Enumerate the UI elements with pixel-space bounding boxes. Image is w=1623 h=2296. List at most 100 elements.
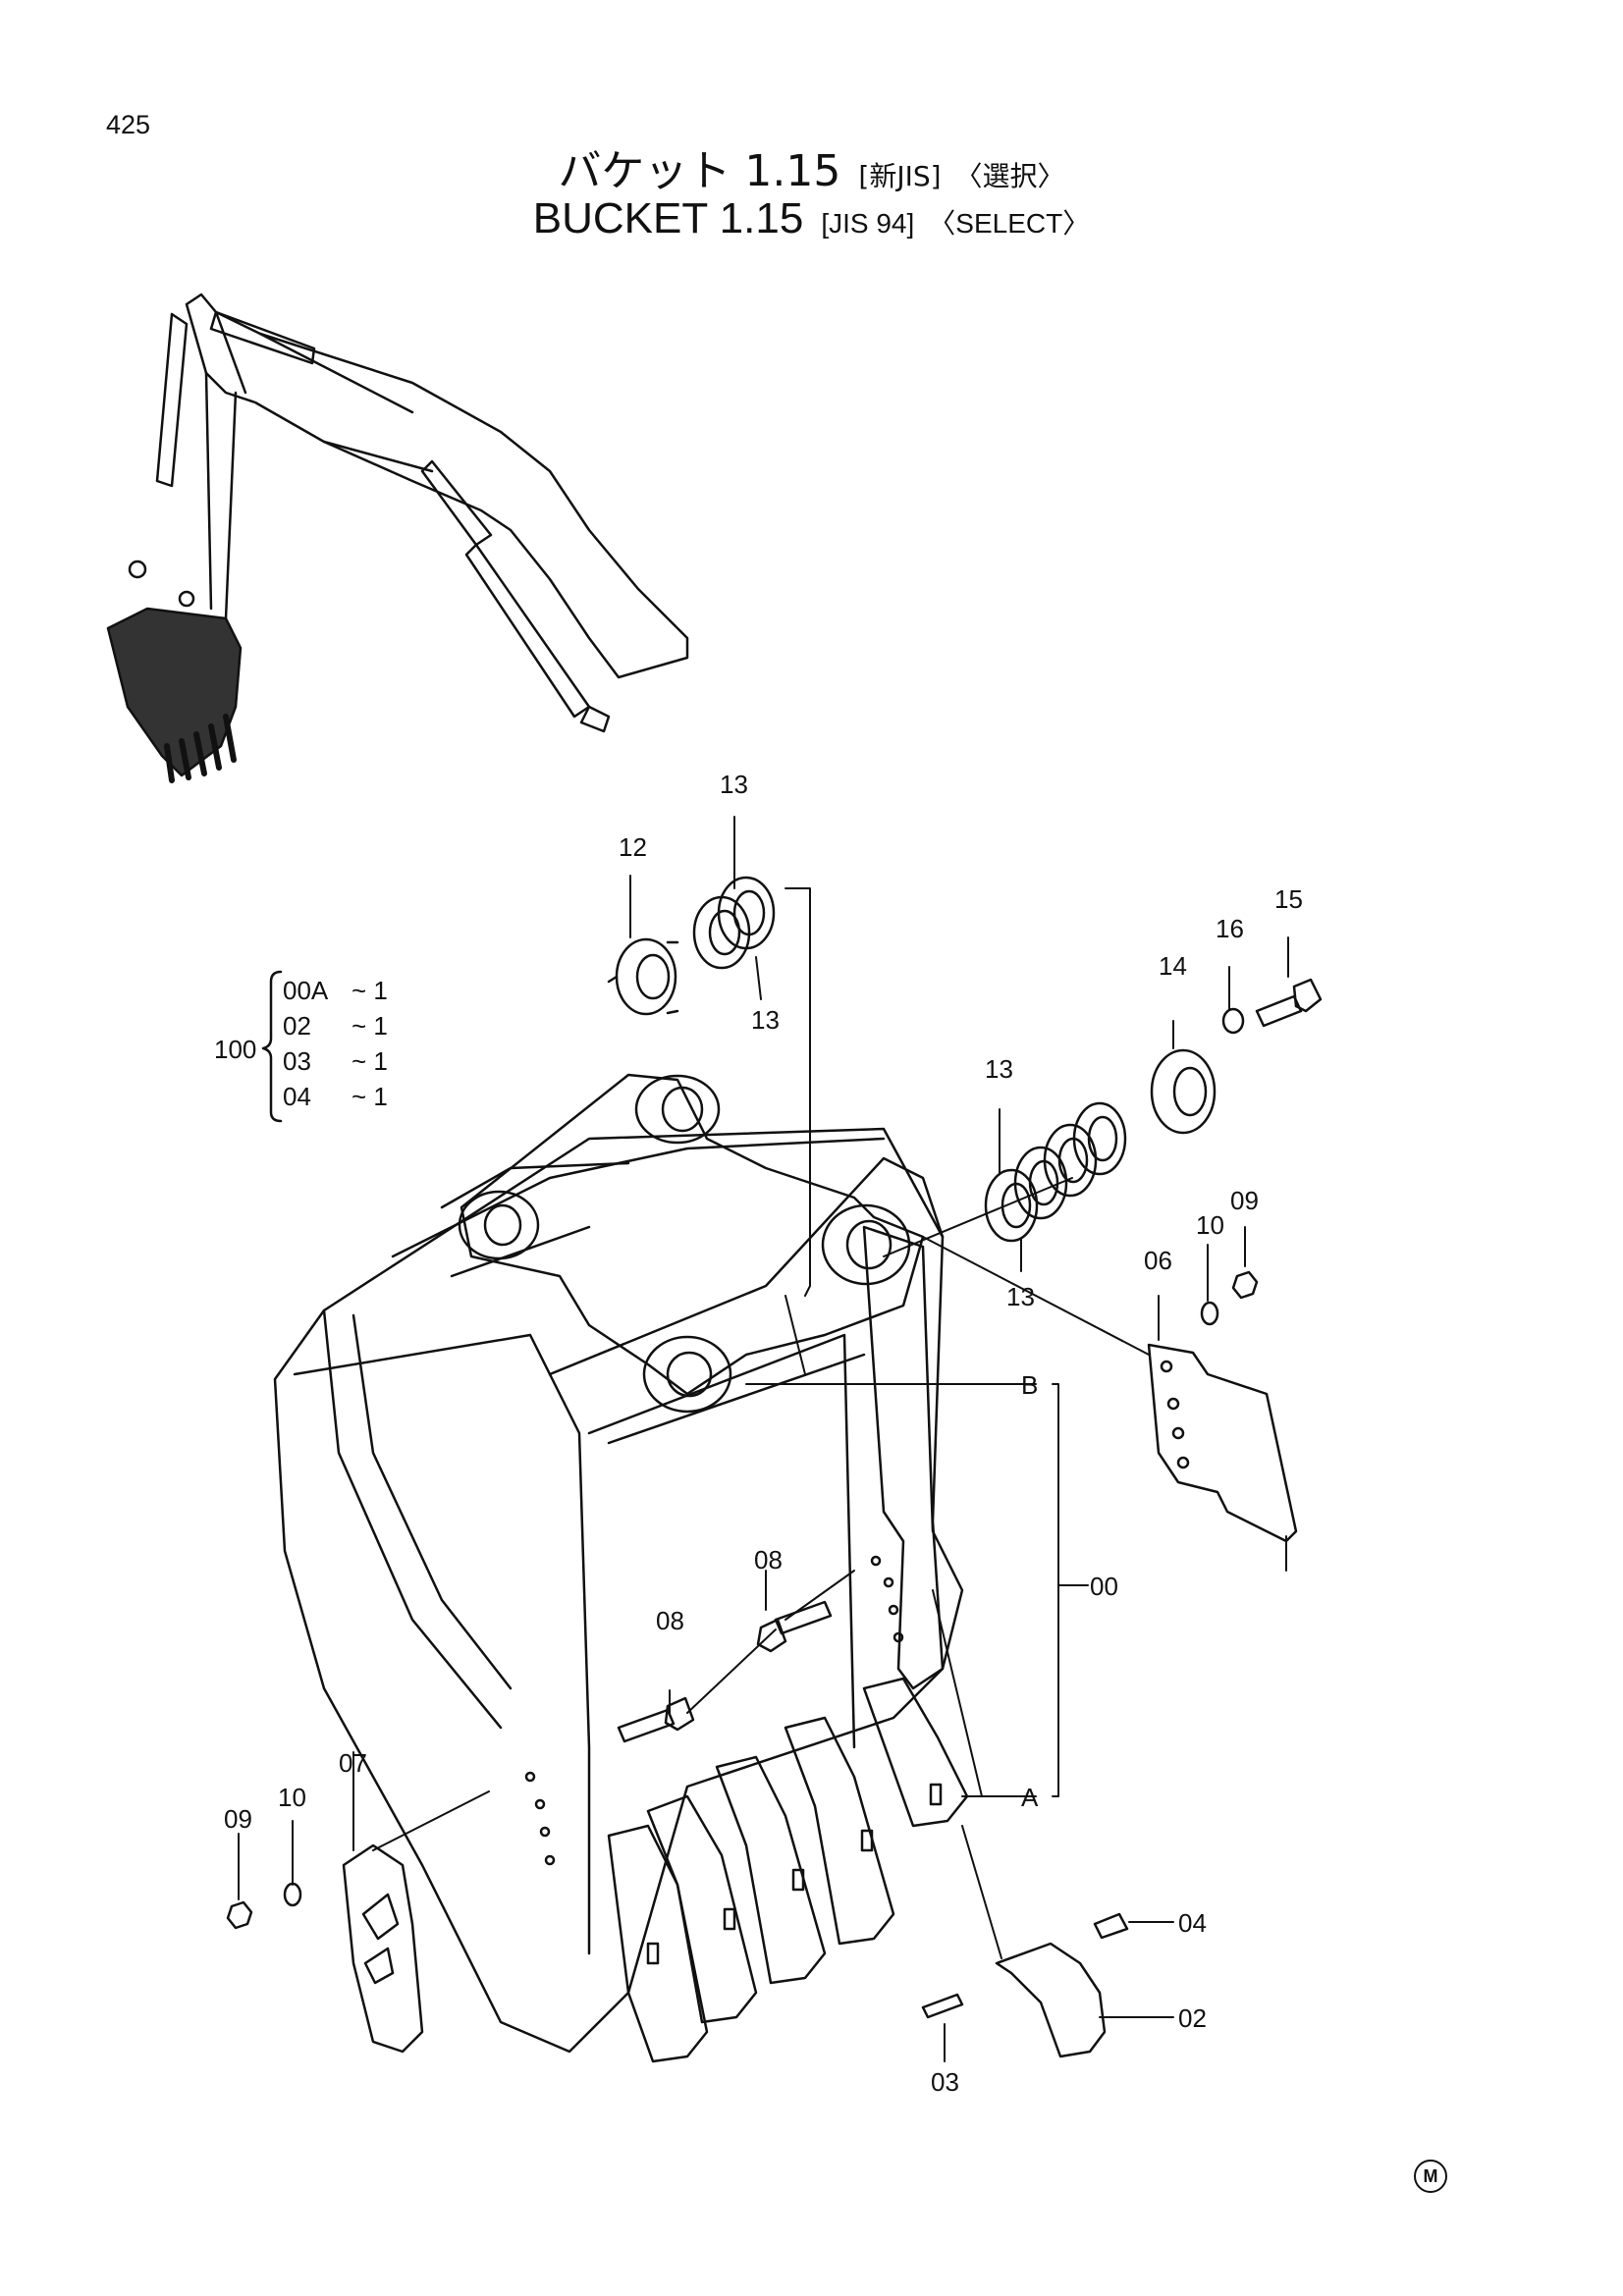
- title-jp-option: 〈選択〉: [954, 160, 1065, 192]
- title-japanese: バケット 1.15 [新JIS] 〈選択〉: [0, 135, 1623, 198]
- callout-13: 13: [751, 1005, 780, 1035]
- callout-15: 15: [1274, 884, 1303, 914]
- kit-line-qty: ~ 1: [352, 1082, 388, 1111]
- callout-13: 13: [985, 1054, 1013, 1084]
- callout-14: 14: [1159, 951, 1187, 981]
- cylinder-rod-end: [579, 705, 611, 733]
- title-english: BUCKET 1.15 [JIS 94] 〈SELECT〉: [0, 194, 1623, 243]
- part-13-shims-upper: [692, 876, 776, 970]
- callout-00: 00: [1090, 1572, 1118, 1601]
- callout-10: 10: [1196, 1210, 1224, 1240]
- tooth-slot: [929, 1783, 943, 1806]
- arm-outline: [185, 293, 689, 679]
- boss-top-bore: [661, 1086, 704, 1133]
- bucket-cylinder-upper: [420, 459, 493, 547]
- callout-B: B: [1021, 1370, 1038, 1400]
- callout-08: 08: [656, 1606, 684, 1635]
- kit-line-qty: ~ 1: [352, 976, 388, 1005]
- part-02-tooth: [995, 1942, 1107, 2058]
- callout-13: 13: [1006, 1282, 1035, 1311]
- callout-02: 02: [1178, 2003, 1207, 2033]
- tooth: [715, 1755, 827, 1985]
- part-09-nut-left: [226, 1900, 253, 1930]
- boss-lower: [642, 1335, 732, 1414]
- kit-line-code: 03: [283, 1046, 311, 1076]
- bucket-bracket: [458, 1073, 925, 1414]
- callout-labels: 13 12 13 13 13 14 16 15 09 10 06 B 00 A …: [224, 770, 1303, 2097]
- boom-cylinder: [209, 310, 316, 365]
- boss-left: [458, 1190, 540, 1260]
- bolt-hole: [534, 1798, 546, 1810]
- bolt-hole: [883, 1576, 894, 1588]
- kit-line-qty: ~ 1: [352, 1046, 388, 1076]
- part-12-washer: [607, 937, 679, 1016]
- bucket-shell: [273, 1127, 945, 2054]
- bucket-main: [273, 1127, 964, 2054]
- kit-line-qty: ~ 1: [352, 1011, 388, 1041]
- boss-left-bore: [483, 1203, 522, 1247]
- kit-line-code: 02: [283, 1011, 311, 1041]
- title-en-main: BUCKET 1.15: [532, 194, 804, 242]
- part-04-lock: [1093, 1912, 1129, 1940]
- part-10-washer-right: [1200, 1301, 1219, 1326]
- tooth: [862, 1677, 969, 1828]
- bracket-plate: [460, 1073, 925, 1396]
- arm-cylinder: [155, 312, 189, 488]
- bucket-front-edge: [293, 1333, 591, 1955]
- boss-lower-bore: [666, 1351, 713, 1398]
- kit-line-code: 00A: [283, 976, 329, 1005]
- overview-bucket-teeth: [164, 714, 237, 783]
- bucket-side-wall: [322, 1308, 513, 1730]
- leader-lines: [238, 816, 1289, 2062]
- tooth: [646, 1794, 758, 2024]
- bolt-hole: [544, 1854, 556, 1866]
- callout-06: 06: [1144, 1246, 1172, 1275]
- part-03-pin: [921, 1993, 964, 2019]
- title-en-standard: [JIS 94]: [821, 208, 915, 239]
- callout-16: 16: [1216, 914, 1244, 943]
- kit-line-code: 04: [283, 1082, 311, 1111]
- part-08-bolt-upper: [756, 1600, 833, 1653]
- callout-10: 10: [278, 1783, 306, 1812]
- part-16-spring-washer: [1221, 1007, 1245, 1035]
- tooth-slot: [723, 1907, 736, 1931]
- page-number: 425: [106, 110, 151, 139]
- tooth: [607, 1824, 709, 2063]
- callout-A: A: [1021, 1783, 1039, 1812]
- part-07-side-cutter: [342, 1843, 424, 2054]
- title-jp-standard: [新JIS]: [858, 160, 942, 192]
- bucket-rib-detail: [440, 1161, 630, 1278]
- part-06-side-cutter: [1147, 1343, 1298, 1543]
- overview-pin-2: [178, 590, 195, 608]
- part-09-nut-right: [1231, 1270, 1259, 1300]
- overview-pin: [128, 560, 147, 579]
- arm-detail-lines: [214, 310, 434, 473]
- callout-03: 03: [931, 2067, 959, 2097]
- arm-links: [204, 371, 238, 620]
- overview-bucket: [106, 607, 243, 777]
- part-13-shims-right: [984, 1101, 1127, 1243]
- bucket-cylinder-lower: [464, 543, 591, 719]
- bolt-hole: [870, 1555, 882, 1567]
- callout-09: 09: [224, 1804, 252, 1834]
- tooth-slot: [791, 1868, 805, 1892]
- callout-09: 09: [1230, 1186, 1259, 1215]
- bucket-inner-edges: [587, 1333, 866, 1749]
- boss-top: [634, 1074, 721, 1145]
- callout-12: 12: [619, 832, 647, 862]
- kit-list: 100 00A ~ 1 02 ~ 1 03 ~ 1 04 ~ 1: [214, 976, 388, 1111]
- part-14-washer: [1150, 1048, 1217, 1135]
- kit-bracket: [261, 970, 283, 1123]
- excavator-overview: [106, 293, 689, 783]
- kit-parent-number: 100: [214, 1035, 256, 1064]
- bolt-hole: [893, 1631, 904, 1643]
- part-10-washer-left: [283, 1882, 302, 1907]
- title-en-option: 〈SELECT〉: [928, 208, 1091, 239]
- callout-07: 07: [339, 1748, 367, 1778]
- callout-13: 13: [720, 770, 748, 799]
- bolt-hole: [539, 1826, 551, 1838]
- boss-right: [821, 1203, 911, 1286]
- title-jp-main: バケット 1.15: [558, 146, 841, 196]
- boss-right-bore: [845, 1219, 893, 1270]
